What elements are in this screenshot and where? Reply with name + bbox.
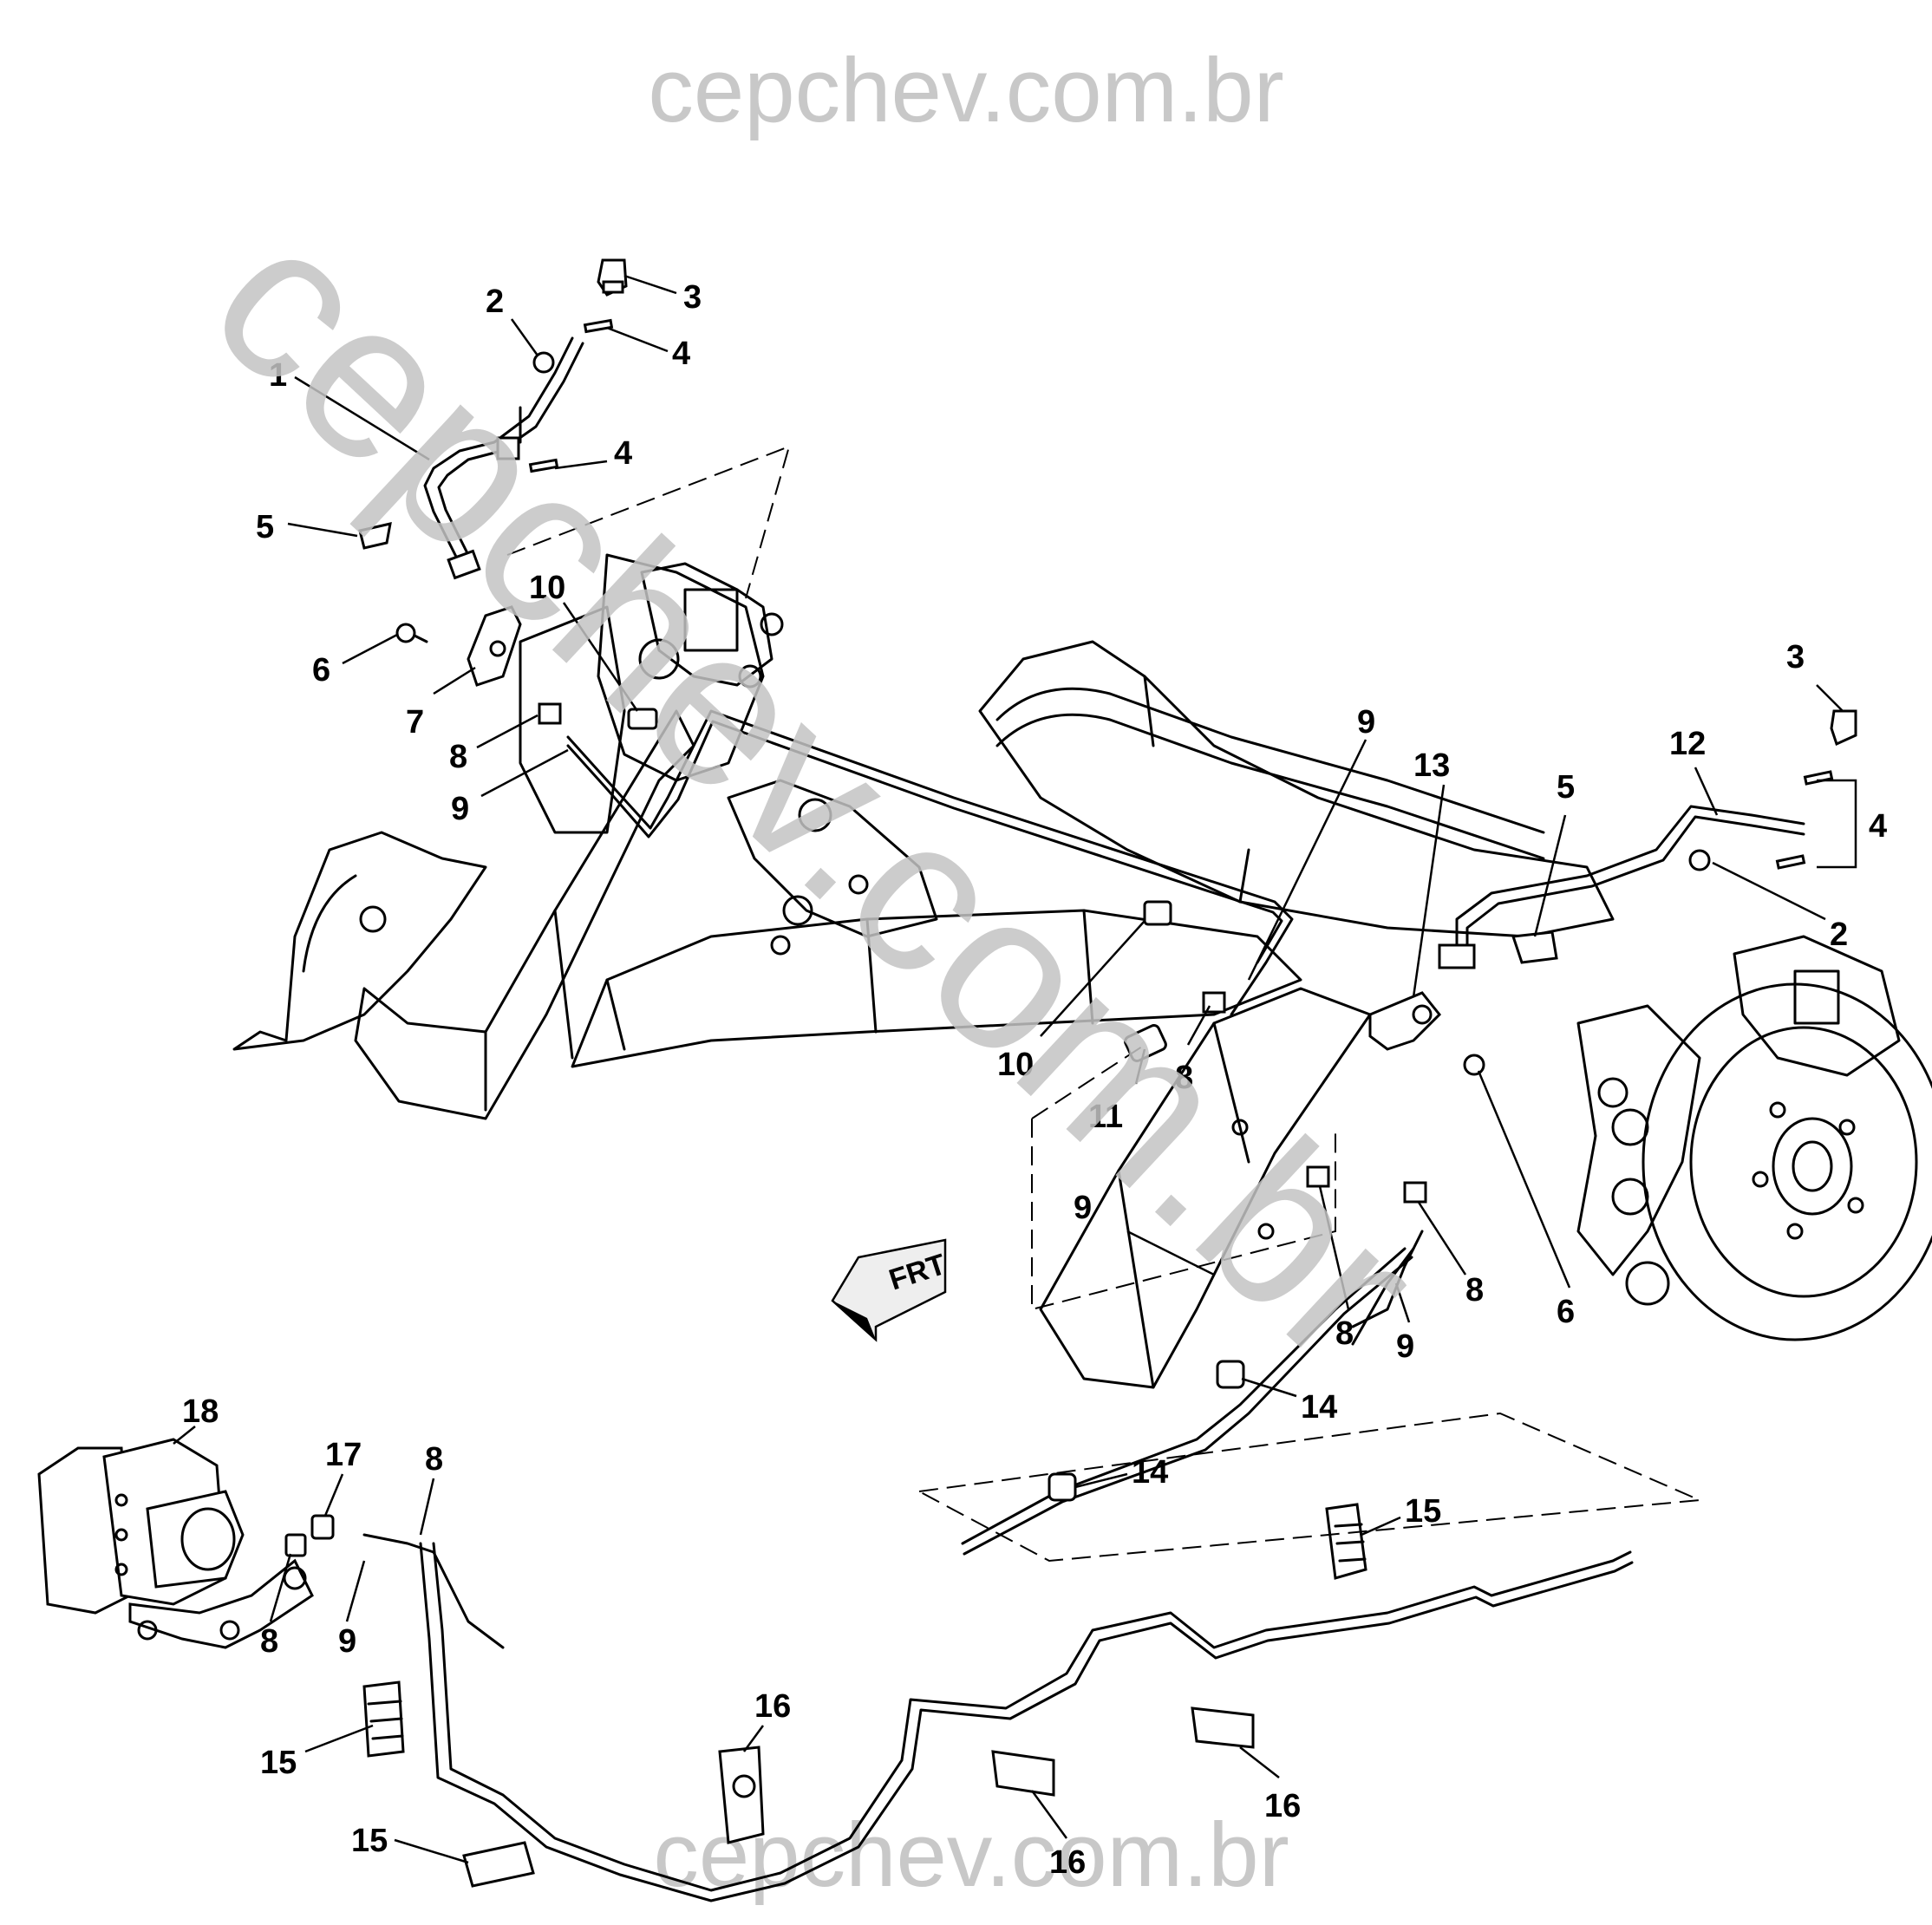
- clip-14-upper: [1216, 1360, 1245, 1389]
- callout-17: 17: [325, 1437, 362, 1473]
- dashed-group-lines: [506, 445, 1700, 1563]
- bolt-6-left: [395, 623, 428, 643]
- callout-11: 11: [1088, 1099, 1123, 1135]
- clip-5-left: [358, 522, 392, 550]
- callout-6-left: 6: [312, 652, 330, 688]
- callout-14-upper: 14: [1301, 1389, 1337, 1426]
- callout-labels: 1 2 3 4 4 5 6 7 8 9 10 3 12 4 2 9 13 5 1…: [182, 279, 1887, 1881]
- callout-1: 1: [269, 357, 287, 394]
- clip-16-center: [991, 1750, 1055, 1797]
- callout-15-mid-left: 15: [260, 1745, 297, 1781]
- sleeve-11: [1124, 1024, 1167, 1062]
- callout-5-right: 5: [1557, 769, 1575, 806]
- fitting-17: [310, 1514, 335, 1540]
- callout-13: 13: [1413, 747, 1450, 784]
- clip-5-right: [1511, 930, 1558, 964]
- bracket-13: [1368, 991, 1442, 1051]
- fitting-8-left: [538, 702, 562, 725]
- washer-4-left-lower: [528, 458, 559, 473]
- washer-4-left-upper: [583, 318, 614, 334]
- callout-6-right: 6: [1557, 1294, 1575, 1330]
- flex-hose-rear-right: [1438, 805, 1805, 969]
- clip-15-bottom: [462, 1841, 535, 1888]
- callout-2-right: 2: [1830, 917, 1848, 953]
- callout-8-abs-bottom: 8: [260, 1623, 278, 1660]
- abs-modulator-18: [37, 1438, 314, 1649]
- washer-4-right-upper: [1803, 770, 1834, 786]
- callout-8-right-a: 8: [1335, 1315, 1354, 1352]
- callout-8-abs-top: 8: [425, 1441, 443, 1478]
- callout-16-center: 16: [1049, 1844, 1086, 1881]
- bolt-3-left: [597, 258, 628, 297]
- callout-12: 12: [1669, 726, 1706, 762]
- clip-15-mid-left: [362, 1680, 405, 1758]
- callout-3-left: 3: [683, 279, 702, 316]
- front-direction-arrow: FRT: [831, 1238, 950, 1342]
- callout-8-left: 8: [449, 739, 467, 775]
- callout-4-right: 4: [1869, 808, 1887, 845]
- callout-5-left: 5: [256, 509, 274, 545]
- callout-16-right: 16: [1264, 1788, 1301, 1824]
- clip-16-left: [718, 1746, 765, 1844]
- clip-10-right: [1143, 900, 1172, 926]
- callout-8-center: 8: [1175, 1060, 1193, 1096]
- brake-pipe-main-run: [362, 1533, 1634, 1902]
- fitting-8-abs: [284, 1533, 307, 1557]
- callout-10-center: 10: [997, 1047, 1034, 1083]
- callout-7: 7: [406, 704, 424, 741]
- callout-9-upper-right: 9: [1357, 704, 1375, 741]
- callout-4-left-upper: 4: [672, 336, 690, 372]
- fitting-8-right-lower-a: [1306, 1165, 1330, 1188]
- bolt-2-left: [519, 351, 555, 444]
- callout-4-left-lower: 4: [614, 435, 632, 472]
- callout-2-left: 2: [486, 284, 504, 320]
- washer-4-right-lower: [1775, 854, 1806, 870]
- callout-18: 18: [182, 1393, 219, 1430]
- clip-16-right: [1191, 1706, 1255, 1749]
- bolt-6-right: [1463, 1054, 1485, 1076]
- callout-15-bottom: 15: [351, 1823, 388, 1859]
- clip-10-left: [627, 708, 658, 730]
- callout-14-lower: 14: [1132, 1454, 1168, 1491]
- clip-14-lower: [1048, 1472, 1077, 1502]
- callout-9-abs: 9: [338, 1623, 356, 1660]
- flex-hose-front-left: [423, 336, 584, 580]
- callout-15-upper-right: 15: [1405, 1493, 1441, 1530]
- callout-3-right: 3: [1786, 639, 1805, 675]
- bolt-2-right: [1688, 849, 1711, 871]
- leader-lines: [173, 274, 1857, 1864]
- bracket-7: [467, 605, 522, 687]
- callout-8-right-b: 8: [1465, 1272, 1484, 1308]
- clip-15-upper-right: [1325, 1503, 1367, 1580]
- callout-9-right-lower: 9: [1396, 1328, 1414, 1365]
- callout-16-left: 16: [754, 1688, 791, 1725]
- watermark-diagonal: cepchev.com.br: [166, 175, 1465, 1409]
- callout-9-left: 9: [451, 791, 469, 827]
- fitting-8-right-lower-b: [1403, 1181, 1427, 1204]
- callout-10-left: 10: [529, 570, 565, 606]
- bolt-3-right: [1830, 709, 1857, 747]
- frame-assembly: [232, 553, 1932, 1389]
- callout-9-center: 9: [1074, 1190, 1092, 1226]
- watermark-top: cepchev.com.br: [648, 40, 1283, 141]
